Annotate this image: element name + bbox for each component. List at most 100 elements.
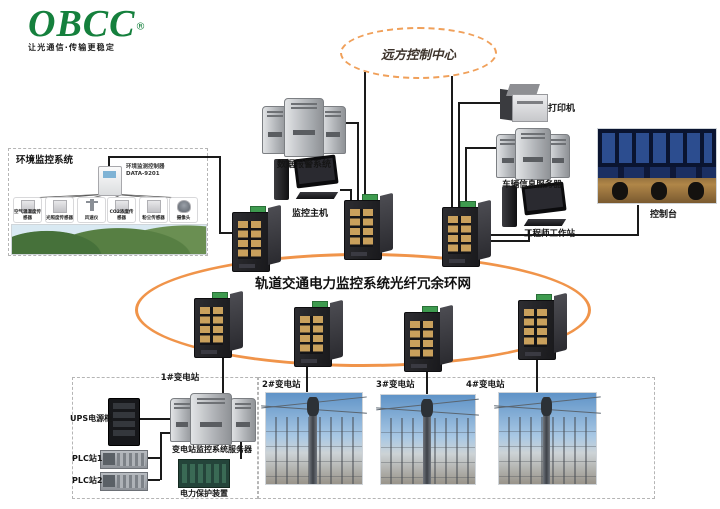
switch-tag — [201, 350, 217, 354]
ethernet-switch-station-2 — [294, 299, 350, 371]
plc2-label: PLC站2 — [72, 476, 103, 485]
server-tower — [230, 398, 256, 442]
connector-line — [340, 189, 352, 191]
sensor-icon — [20, 200, 35, 213]
env-controller-model: DATA-9201 — [126, 171, 160, 177]
ethernet-switch-station-4 — [518, 292, 574, 364]
sensor-co2: CO2浓度传感器 — [107, 197, 136, 223]
connector-line — [108, 157, 110, 166]
switch-ports — [300, 316, 323, 354]
switch-tag — [301, 359, 317, 363]
console-desks — [598, 167, 716, 178]
station-1-room-box — [72, 377, 258, 499]
pc-tower — [274, 159, 289, 200]
ups-cabinet — [108, 398, 140, 446]
station-4-label: 4#变电站 — [466, 380, 505, 390]
sensor-air-temp-humidity: 空气温湿度传感器 — [13, 197, 42, 223]
sensor-label: 空气温湿度传感器 — [14, 210, 41, 221]
sensor-light: 光照度传感器 — [45, 197, 74, 223]
switch-body — [404, 312, 442, 372]
switch-side — [230, 290, 243, 351]
switch-tag — [411, 364, 427, 368]
switch-side — [330, 299, 343, 360]
power-protection-device — [178, 459, 230, 488]
sensor-label: 风速仪 — [84, 216, 99, 221]
connector-line — [108, 156, 221, 158]
control-console-photo — [597, 128, 717, 204]
switch-side — [478, 199, 491, 260]
ups-label: UPS电源柜 — [70, 414, 113, 423]
plc-rack-1 — [100, 450, 148, 469]
sensor-icon — [114, 200, 129, 213]
sensor-dust: 粉尘传感器 — [139, 197, 168, 223]
switch-body — [194, 298, 232, 358]
connector-line — [451, 76, 453, 207]
stations-photos-box — [258, 377, 655, 499]
connector-line — [219, 156, 221, 234]
connector-line — [160, 432, 162, 480]
plc-rack-2 — [100, 472, 148, 491]
env-title: 环境监控系统 — [16, 155, 74, 166]
connector-line — [219, 232, 233, 234]
console-chair — [651, 182, 668, 201]
switch-tag — [449, 259, 465, 263]
server-tower — [190, 393, 232, 445]
pc-tower — [502, 186, 517, 227]
switch-ports — [350, 209, 373, 247]
switch-side — [554, 292, 567, 353]
switch-body — [442, 207, 480, 267]
connector-line — [350, 189, 352, 202]
connector-line — [637, 205, 639, 236]
ethernet-switch-station-1 — [194, 290, 250, 362]
monitor-host-label: 监控主机 — [291, 209, 328, 219]
switch-ports — [200, 307, 223, 345]
server-tower — [515, 128, 551, 180]
connector-line — [364, 72, 366, 200]
substation-3-photo — [376, 394, 480, 485]
ethernet-switch-top-3 — [442, 199, 498, 271]
printer-label: 打印机 — [548, 104, 576, 114]
station-control-servers — [170, 393, 256, 445]
connector-line — [458, 102, 504, 104]
console-chair — [612, 182, 629, 201]
switch-body — [232, 212, 270, 272]
sensor-label: 粉尘传感器 — [142, 216, 165, 221]
connector-line — [465, 147, 467, 207]
connector-line — [528, 230, 530, 242]
server-tower — [320, 106, 346, 154]
sensor-icon — [146, 200, 161, 213]
switch-tag — [239, 264, 255, 268]
pc-keyboard — [523, 219, 567, 226]
printer-body — [512, 94, 548, 122]
connector-line — [160, 432, 170, 434]
connector-line — [488, 240, 530, 242]
server-tower — [284, 98, 324, 157]
station-3-label: 3#变电站 — [376, 380, 415, 390]
switch-body — [518, 300, 556, 360]
ethernet-switch-top-1 — [232, 204, 288, 276]
switch-side — [380, 192, 393, 253]
engineer-workstation-pc — [502, 181, 568, 232]
sensor-wind: 风速仪 — [77, 197, 106, 223]
data-alarm-servers-label: 数据报警系统 — [276, 160, 331, 170]
sensor-label: 光照度传感器 — [46, 216, 73, 221]
switch-ports — [524, 309, 547, 347]
sensor-icon — [52, 200, 67, 213]
obcc-logo: OBCC® 让光通信·传输更稳定 — [28, 2, 145, 53]
switch-ports — [238, 221, 261, 259]
switch-ports — [448, 216, 471, 254]
connector-line — [488, 234, 639, 236]
printer — [500, 84, 548, 122]
switch-body — [294, 307, 332, 367]
ethernet-switch-station-3 — [404, 304, 460, 376]
connector-line — [357, 122, 359, 200]
connector-line — [222, 356, 224, 398]
logo-text: OBCC — [28, 3, 136, 45]
substation-4-photo — [494, 392, 601, 485]
station-1-label: 1#变电站 — [160, 373, 200, 383]
connector-line — [138, 418, 170, 420]
ring-label: 轨道交通电力监控系统光纤冗余环网 — [255, 276, 471, 292]
station-server-label: 变电站监控系统服务器 — [172, 445, 252, 454]
switch-body — [344, 200, 382, 260]
connector-line — [146, 457, 160, 459]
